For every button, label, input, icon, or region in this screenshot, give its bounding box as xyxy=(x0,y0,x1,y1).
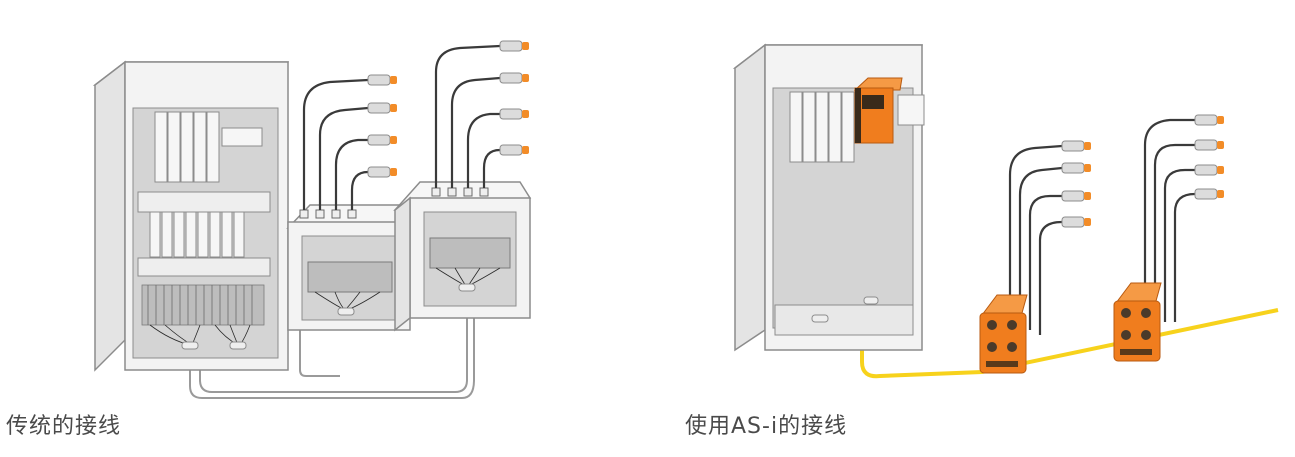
sensor-icon xyxy=(1194,139,1225,151)
terminal-box-icon xyxy=(286,204,412,331)
sensor-icon xyxy=(1061,216,1092,228)
connecting-cable-loop xyxy=(189,318,475,399)
sensor-icon xyxy=(1194,188,1225,200)
sensor-icon xyxy=(499,108,530,120)
sensor-icon xyxy=(367,74,398,86)
sensor-cables xyxy=(1008,118,1196,335)
traditional-wiring-caption: 传统的接线 xyxy=(6,414,122,439)
traditional-wiring-diagram xyxy=(92,40,532,399)
sensor-icon xyxy=(1061,190,1092,202)
sensor-icon xyxy=(367,134,398,146)
as-i-master-icon xyxy=(853,77,903,144)
sensor-icon xyxy=(499,40,530,52)
sensor-icon xyxy=(1061,162,1092,174)
sensor-icon xyxy=(499,72,530,84)
control-cabinet-icon xyxy=(92,60,289,372)
sensor-icon xyxy=(367,102,398,114)
sensor-icon xyxy=(499,144,530,156)
as-i-wiring-panel: 使用AS-i的接线 xyxy=(650,0,1295,457)
sensor-icon xyxy=(367,166,398,178)
sensor-icon xyxy=(1194,164,1225,176)
sensor-icon xyxy=(1194,114,1225,126)
terminal-box-icon xyxy=(393,181,532,332)
sensor-cables xyxy=(302,44,501,210)
as-i-module-icon xyxy=(1113,282,1162,362)
control-cabinet-icon xyxy=(732,43,925,352)
sensor-icon xyxy=(1061,140,1092,152)
as-i-module-icon xyxy=(979,294,1028,374)
as-i-wiring-caption: 使用AS-i的接线 xyxy=(685,414,848,439)
as-i-wiring-diagram xyxy=(732,43,1279,379)
as-i-cable xyxy=(860,145,1279,379)
traditional-wiring-panel: 传统的接线 xyxy=(6,40,532,439)
